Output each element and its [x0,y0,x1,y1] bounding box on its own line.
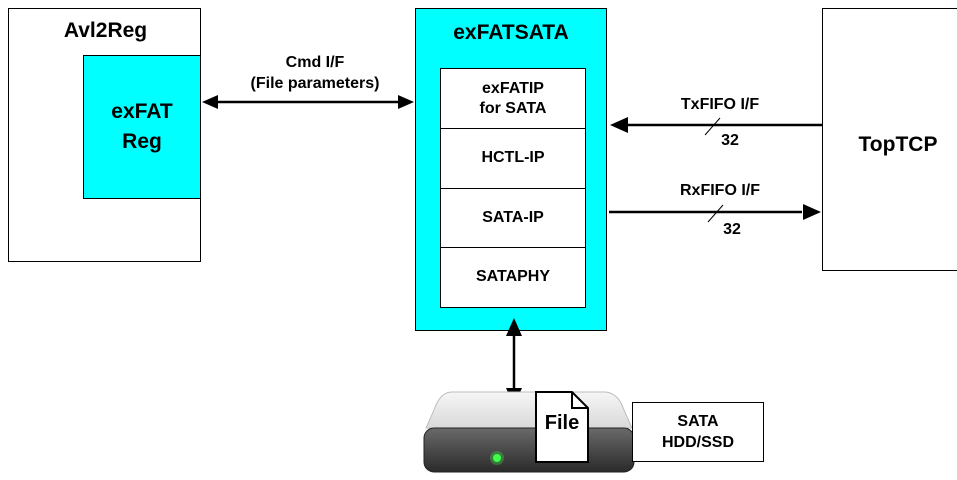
drive-caption: SATA HDD/SSD [632,402,764,462]
sataphy-layer: SATAPHY [441,248,585,307]
avl2reg-title: Avl2Reg [63,19,148,42]
cmd-if-line2: (File parameters) [250,75,380,92]
drive-caption-line2: HDD/SSD [661,434,734,451]
sata-ip-label: SATA-IP [482,208,544,226]
file-icon [535,391,589,463]
exfat-reg-line1: exFAT [111,100,173,123]
toptcp-title: TopTCP [858,133,938,156]
ip-stack: exFATIP for SATA HCTL-IP SATA-IP SATAPHY [440,68,586,308]
exfatsata-title: exFATSATA [453,21,569,44]
exfat-reg-block: exFAT Reg [83,55,201,199]
txfifo-label: TxFIFO I/F [680,96,760,113]
hard-drive-icon [423,391,635,473]
cmd-if-line1: Cmd I/F [285,54,345,71]
rxfifo-label: RxFIFO I/F [680,182,760,199]
exfatip-sublabel: for SATA [479,99,547,117]
rxfifo-width: 32 [723,221,741,238]
cmd-if-label: Cmd I/F (File parameters) [222,52,408,94]
avl2reg-block: Avl2Reg exFAT Reg [8,8,201,262]
toptcp-block: TopTCP [822,8,957,271]
txfifo-width: 32 [721,132,739,149]
exfatip-layer: exFATIP for SATA [441,69,585,130]
sata-ip-layer: SATA-IP [441,189,585,248]
cmd-if-arrow [202,95,414,109]
exfatsata-block: exFATSATA exFATIP for SATA HCTL-IP SATA-… [415,8,607,331]
hctl-ip-label: HCTL-IP [481,149,545,167]
txfifo-arrow [610,117,822,136]
drive-caption-line1: SATA [677,413,719,430]
sataphy-label: SATAPHY [475,268,551,286]
hctl-ip-layer: HCTL-IP [441,129,585,189]
rxfifo-arrow [609,204,821,223]
exfatip-label: exFATIP [482,79,544,97]
file-label: File [544,412,580,434]
exfat-reg-line2: Reg [122,130,162,153]
